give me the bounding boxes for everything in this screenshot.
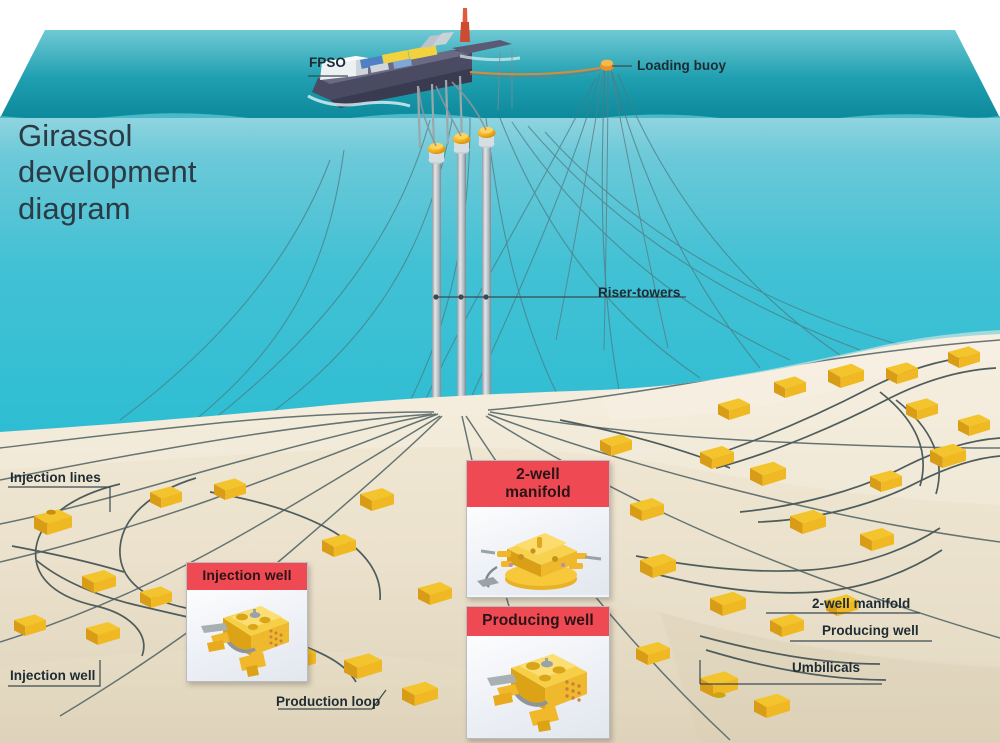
label-production-loop: Production loop xyxy=(276,694,381,709)
inset-caption-producing-well: Producing well xyxy=(467,607,609,636)
label-riser-towers: Riser-towers xyxy=(598,285,681,300)
label-umbilicals: Umbilicals xyxy=(792,660,861,675)
inset-injection-well: Injection well xyxy=(186,562,308,682)
injection-well-illustration xyxy=(201,605,289,677)
inset-image-manifold xyxy=(467,507,609,595)
water-catenary-lines xyxy=(119,69,901,433)
inset-caption-manifold: 2-well manifold xyxy=(467,461,609,507)
inset-2-well-manifold: 2-well manifold xyxy=(466,460,610,598)
producing-well-illustration xyxy=(487,653,587,732)
loading-buoy xyxy=(469,59,669,351)
label-fpso: FPSO xyxy=(309,55,346,70)
label-2-well-manifold: 2-well manifold xyxy=(812,596,911,611)
inset-image-producing-well xyxy=(467,635,609,738)
manifold-illustration xyxy=(477,533,602,590)
label-injection-well: Injection well xyxy=(10,668,96,683)
inset-caption-injection-well: Injection well xyxy=(187,563,307,590)
label-producing-well: Producing well xyxy=(822,623,919,638)
label-loading-buoy: Loading buoy xyxy=(637,58,727,73)
label-injection-lines: Injection lines xyxy=(10,470,101,485)
inset-producing-well: Producing well xyxy=(466,606,610,739)
inset-image-injection-well xyxy=(187,589,307,681)
leader-lines xyxy=(8,65,932,710)
fpso-vessel xyxy=(307,8,521,149)
